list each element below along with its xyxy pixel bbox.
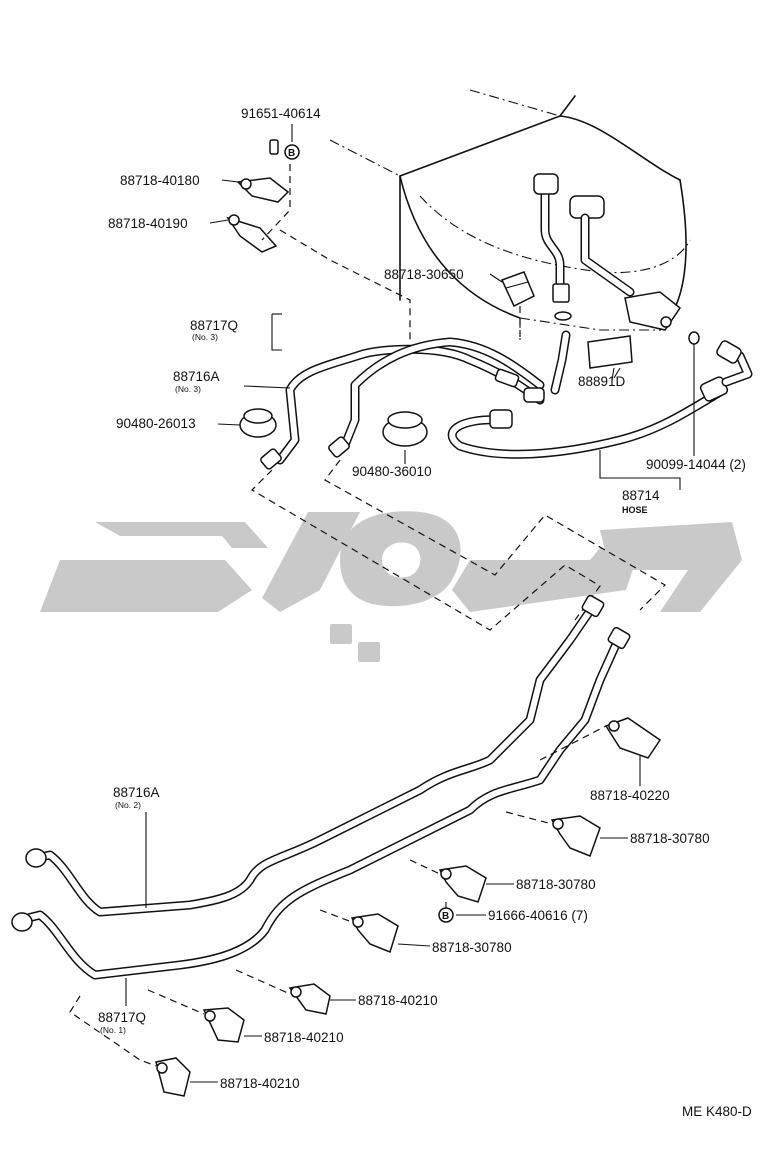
label-88714-hose: HOSE: [622, 505, 648, 515]
clamp-88718-30780-b: [438, 865, 487, 903]
label-88717q-bot-sub: (No. 1): [100, 1025, 126, 1035]
bolt-mark-top: B: [288, 148, 295, 159]
hose-88714: [447, 340, 753, 459]
label-90480-36010: 90480-36010: [352, 464, 432, 479]
label-88718-40220: 88718-40220: [590, 788, 670, 803]
label-plate: [587, 335, 633, 369]
label-88718-30780-b: 88718-30780: [516, 877, 596, 892]
label-88718-40210-c: 88718-40210: [220, 1076, 300, 1091]
label-88716a-mid: 88716A: [113, 785, 160, 800]
label-90099-14044: 90099-14044 (2): [646, 457, 746, 472]
lower-leaders: [69, 725, 641, 1083]
label-88718-40190: 88718-40190: [108, 216, 188, 231]
watermark-logo: [40, 511, 742, 662]
label-88718-30780-c: 88718-30780: [432, 940, 512, 955]
label-90480-26013: 90480-26013: [116, 416, 196, 431]
grommet-90480-26013: [239, 408, 277, 438]
label-88716a-mid-sub: (No. 2): [115, 800, 141, 810]
label-88891d: 88891D: [578, 374, 626, 389]
diagram-code: ME K480-D: [682, 1104, 752, 1119]
pump-assembly: [533, 173, 700, 345]
lower-tubes: [11, 594, 631, 980]
clamp-88718-40210-a: [288, 983, 331, 1015]
label-88718-40180: 88718-40180: [120, 173, 200, 188]
circle-b-icon: [438, 907, 454, 923]
clamp-88718-40180: [236, 177, 290, 203]
clamp-88718-30650: [500, 271, 535, 308]
label-88714: 88714: [622, 488, 660, 503]
label-88717q-bot: 88717Q: [98, 1010, 146, 1025]
clamp-88718-40210-b: [202, 1007, 245, 1043]
label-88717q-top: 88717Q: [190, 318, 238, 333]
label-91666-40616: 91666-40616 (7): [488, 908, 588, 923]
clamp-88718-40210-c: [155, 1057, 191, 1097]
tank-outline: [329, 89, 691, 340]
label-88718-40210-a: 88718-40210: [358, 993, 438, 1008]
label-88717q-top-sub: (No. 3): [192, 332, 218, 342]
bolt-91651: [269, 139, 279, 155]
upper-hoses: [260, 330, 571, 470]
circle-b-icon: [284, 144, 300, 160]
label-88716a-top: 88716A: [173, 369, 220, 384]
bolt-mark-bottom: B: [442, 911, 449, 922]
grommet-90480-36010: [382, 411, 428, 447]
label-88718-30780-a: 88718-30780: [630, 831, 710, 846]
label-88716a-top-sub: (No. 3): [175, 384, 201, 394]
clamp-88718-40190: [226, 214, 278, 253]
label-88718-40210-b: 88718-40210: [264, 1030, 344, 1045]
clamp-88718-40220: [604, 717, 662, 759]
clamp-88718-30780-a: [550, 815, 601, 857]
clamp-88718-30780-c: [350, 913, 399, 953]
label-88718-30650: 88718-30650: [384, 267, 464, 282]
upper-leaders: [209, 124, 695, 631]
label-91651-40614: 91651-40614: [241, 106, 321, 121]
